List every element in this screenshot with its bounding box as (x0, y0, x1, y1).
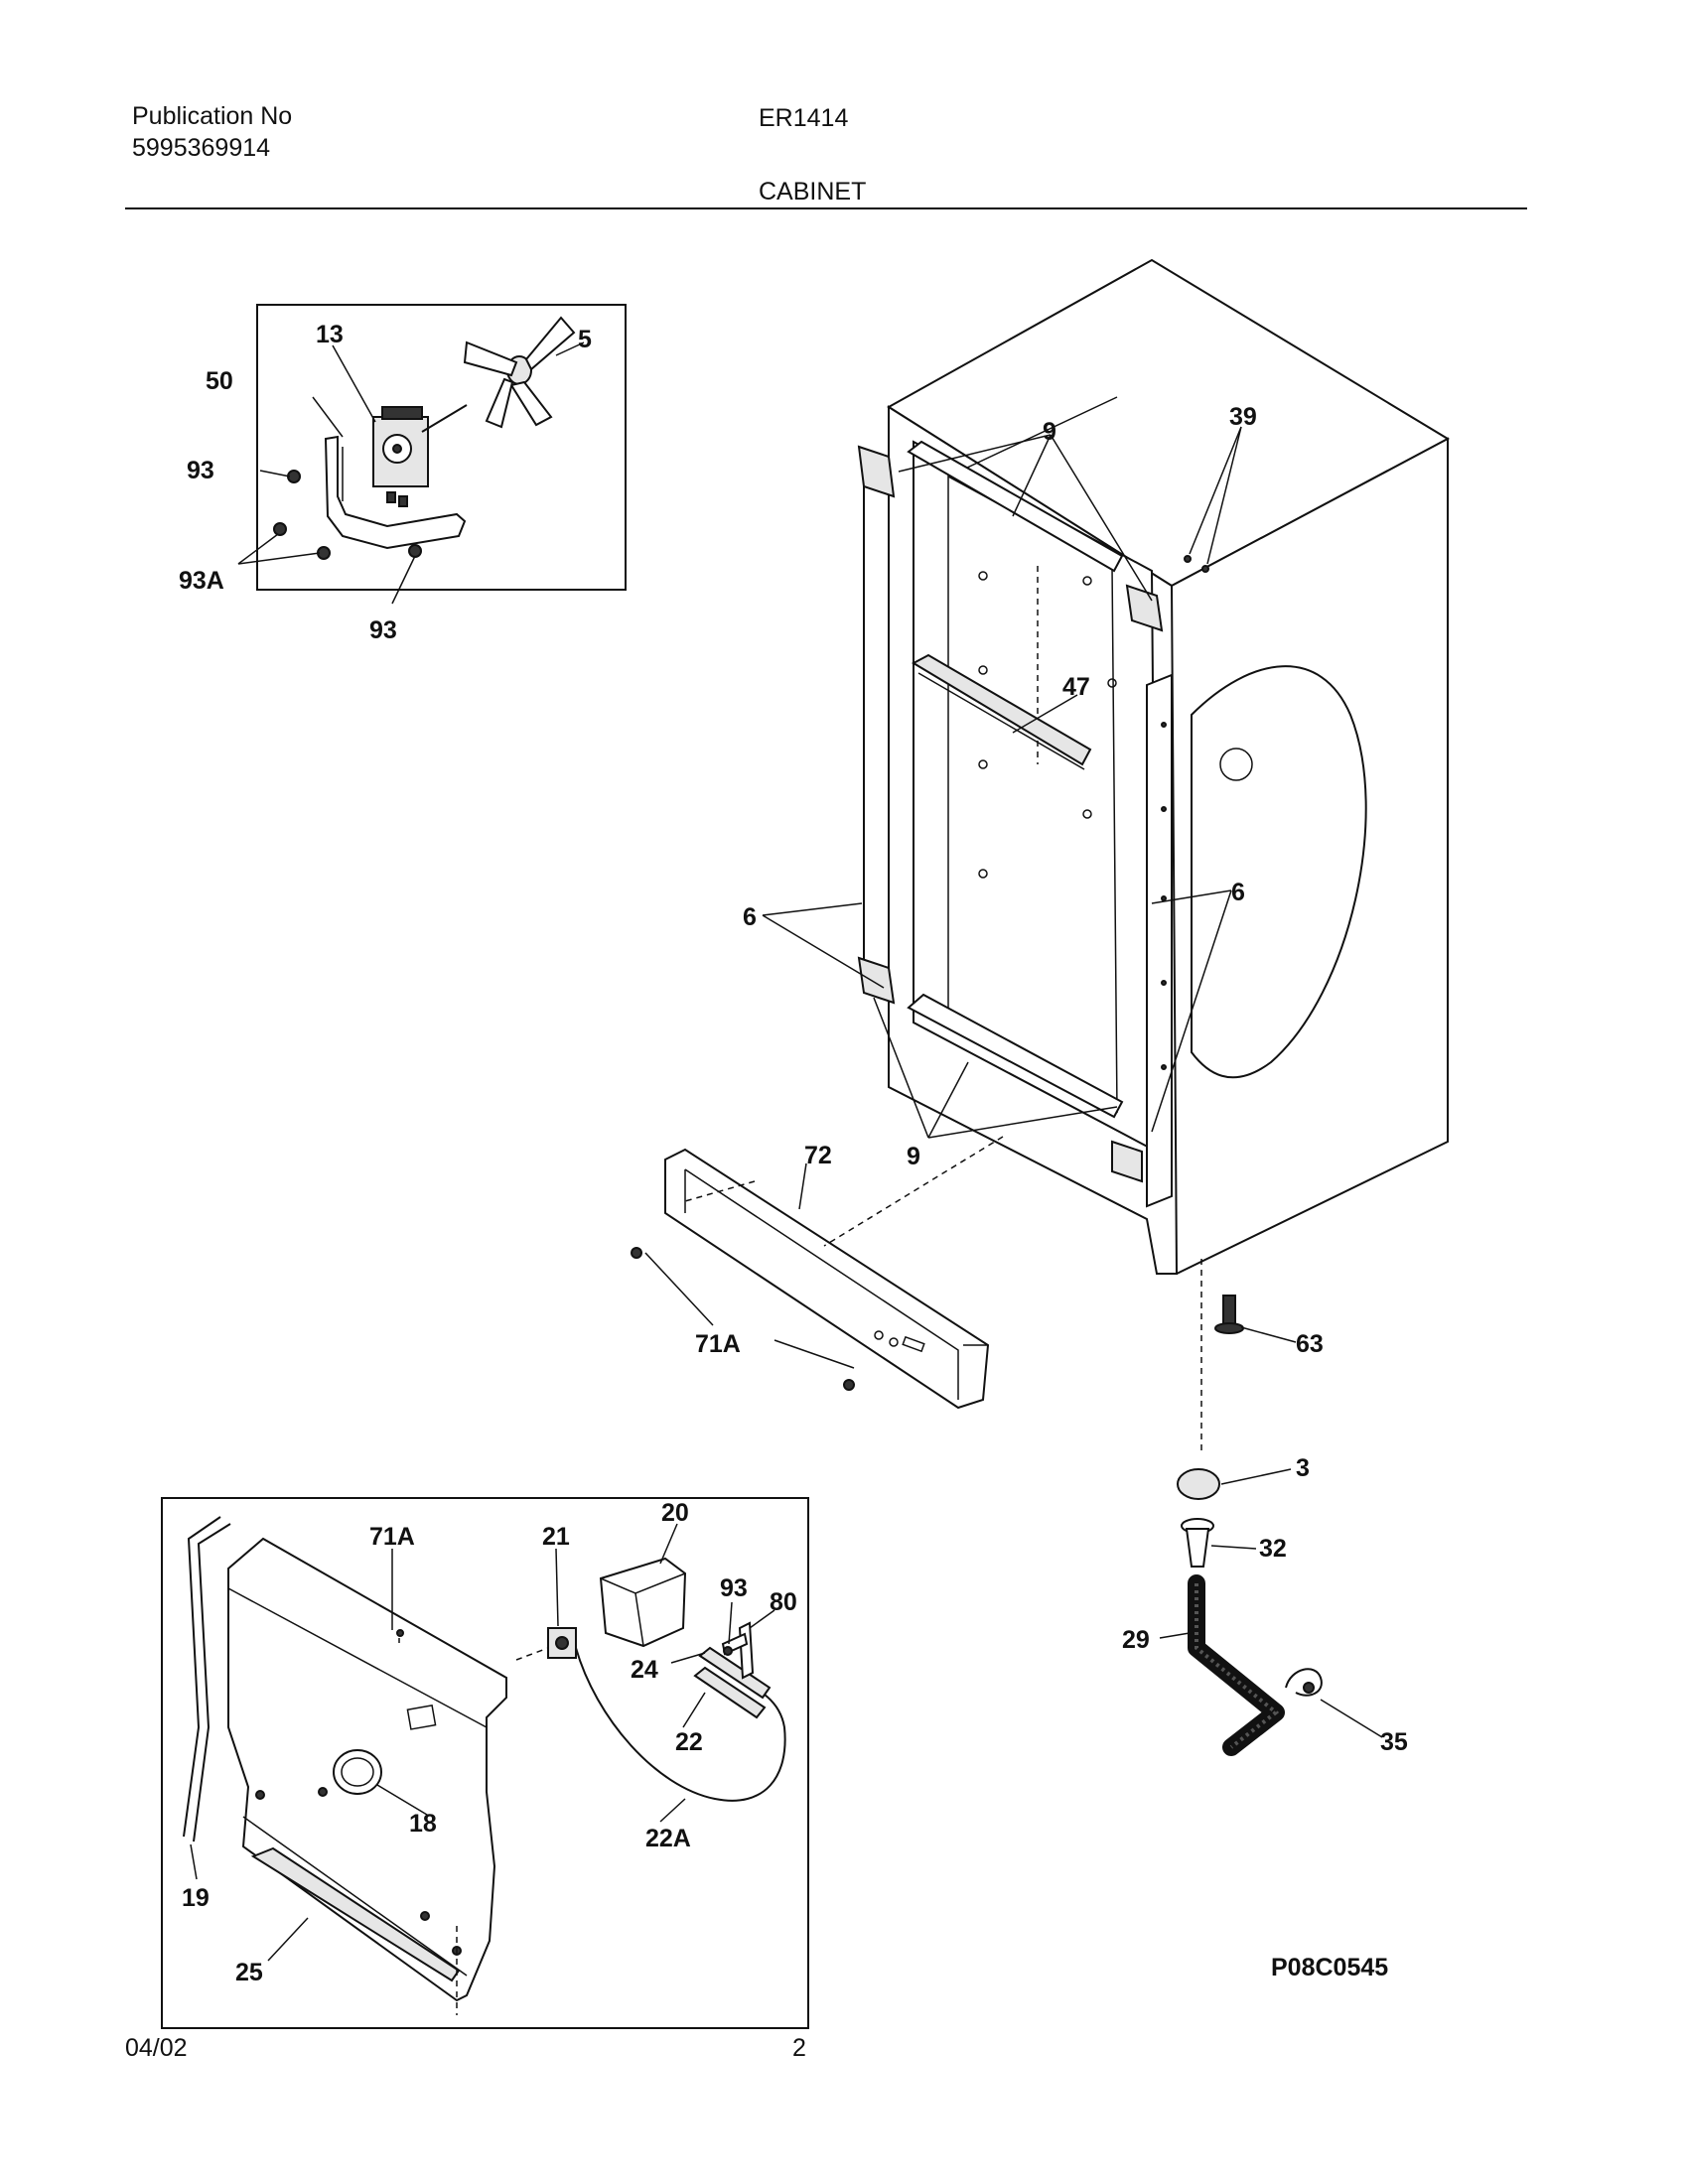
grommet (333, 1749, 382, 1795)
fan-motor (372, 404, 468, 507)
callout-39: 39 (1229, 403, 1257, 431)
callout-29: 29 (1122, 1626, 1150, 1654)
callout-47: 47 (1062, 673, 1090, 701)
callout-93a: 93A (179, 567, 224, 595)
drain-cap (1177, 1468, 1292, 1500)
callout-19: 19 (182, 1884, 210, 1912)
model-number: ER1414 (759, 104, 849, 132)
callout-13: 13 (316, 321, 344, 348)
header-rule (125, 207, 1527, 209)
callout-3: 3 (1296, 1454, 1310, 1482)
screw-93-inset (723, 1601, 733, 1656)
callout-80: 80 (770, 1588, 797, 1616)
publication-number: 5995369914 (132, 134, 271, 162)
condenser-cover (1191, 665, 1367, 1079)
callout-22a: 22A (645, 1825, 691, 1852)
base-inset-frame (161, 1497, 809, 2029)
cabinet (762, 258, 1451, 1275)
motor-bracket (324, 435, 467, 550)
breaker-strip-right (1146, 673, 1173, 1208)
callout-9: 9 (1043, 418, 1056, 446)
breaker-strip-left (863, 455, 890, 975)
callout-63: 63 (1296, 1330, 1324, 1358)
breaker-strip-bottom (907, 993, 1124, 1119)
diagram-code: P08C0545 (1271, 1954, 1388, 1981)
publication-label: Publication No (132, 102, 293, 130)
callout-6: 6 (1231, 879, 1245, 906)
drain-hose (1159, 1574, 1285, 1756)
callout-24: 24 (631, 1656, 658, 1684)
fan-motor-inset (237, 304, 627, 605)
callout-32: 32 (1259, 1535, 1287, 1563)
callout-93: 93 (187, 457, 214, 484)
hose-clip (1285, 1668, 1383, 1738)
callout-25: 25 (235, 1959, 263, 1986)
fan-blade (463, 316, 576, 429)
base-inset (161, 1497, 809, 2029)
leveling-foot (1200, 1259, 1297, 1454)
callout-93: 93 (369, 616, 397, 644)
heater-wire (575, 1647, 786, 1802)
defrost-terminal (515, 1548, 577, 1661)
callout-50: 50 (206, 367, 233, 395)
gasket-strip (183, 1516, 231, 1843)
defrost-heater (670, 1646, 772, 1728)
drain-trough (250, 1846, 461, 1982)
callout-5: 5 (578, 326, 592, 353)
footer-page-number: 2 (792, 2034, 806, 2062)
breaker-strip-top (907, 440, 1124, 573)
callout-21: 21 (542, 1523, 570, 1551)
callout-9: 9 (907, 1143, 920, 1170)
heater-bracket (721, 1609, 775, 1680)
screw-93a-upper (273, 522, 287, 536)
cabinet-rail (911, 653, 1092, 766)
callout-71a: 71A (695, 1330, 741, 1358)
callout-35: 35 (1380, 1728, 1408, 1756)
section-title: CABINET (759, 178, 867, 205)
callout-6: 6 (743, 903, 757, 931)
screw-93-lower (408, 544, 422, 558)
callout-18: 18 (409, 1810, 437, 1838)
callout-20: 20 (661, 1499, 689, 1527)
footer-date: 04/02 (125, 2034, 188, 2062)
callout-72: 72 (804, 1142, 832, 1169)
callout-93: 93 (720, 1574, 748, 1602)
fan-motor-inset-frame (256, 304, 627, 591)
callout-71a: 71A (369, 1523, 415, 1551)
drain-tube (1181, 1518, 1257, 1568)
terminal-cover (599, 1523, 687, 1648)
callout-22: 22 (675, 1728, 703, 1756)
control-panel (631, 1136, 1004, 1410)
